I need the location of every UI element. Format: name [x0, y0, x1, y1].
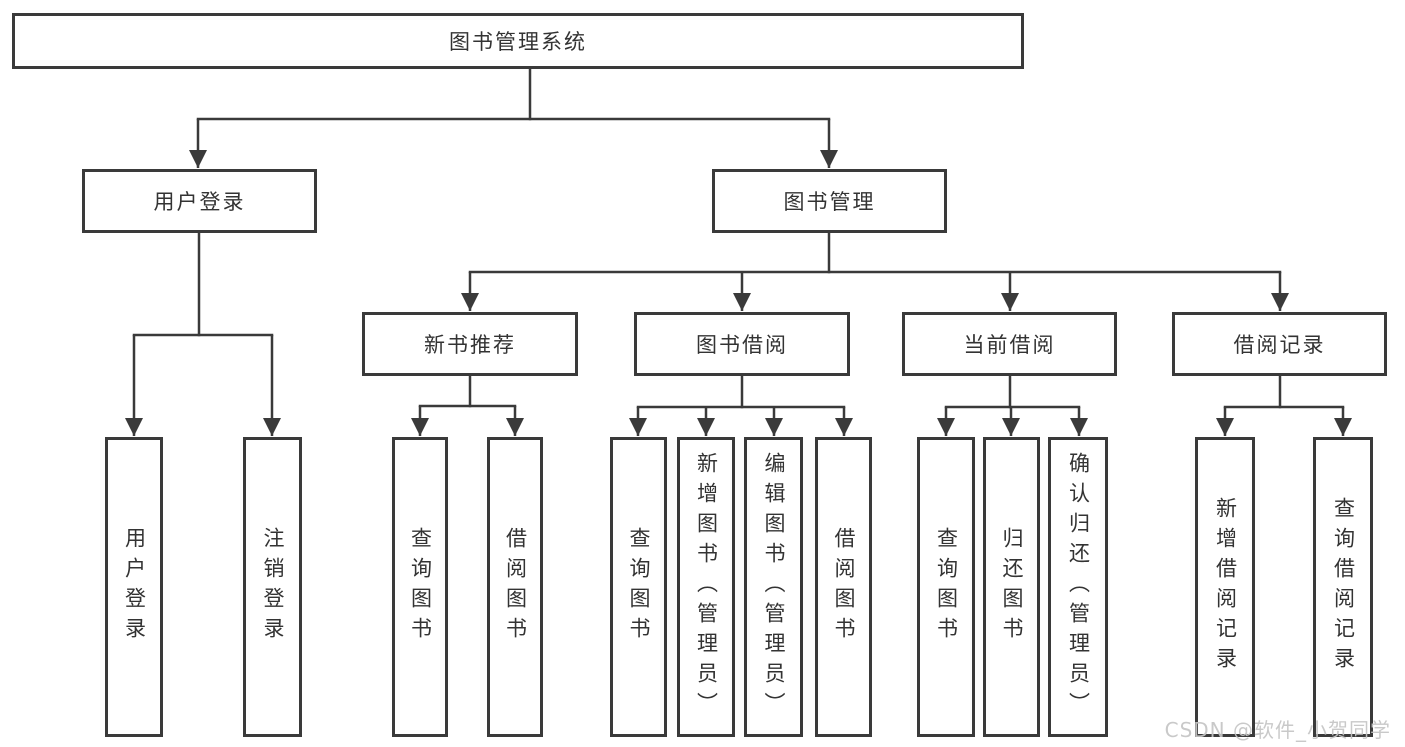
- node-leaf-logout-label: 注销登录: [261, 527, 285, 647]
- node-leaf-query-borrow-record-label: 查询借阅记录: [1331, 497, 1356, 677]
- node-leaf-query-book-borrowing-label: 查询图书: [627, 527, 651, 647]
- node-current-borrowing: 当前借阅: [902, 312, 1117, 376]
- node-book-management-label: 图书管理: [783, 190, 876, 214]
- node-current-borrowing-label: 当前借阅: [963, 333, 1056, 357]
- node-new-book-recommend: 新书推荐: [362, 312, 578, 376]
- node-new-book-recommend-label: 新书推荐: [424, 333, 516, 357]
- node-leaf-borrow-book-recommend-label: 借阅图书: [503, 527, 528, 647]
- csdn-watermark: CSDN @软件_小贺同学: [1164, 718, 1391, 742]
- node-book-borrowing-label: 图书借阅: [696, 333, 788, 357]
- node-leaf-query-book-recommend: 查询图书: [392, 437, 448, 737]
- node-leaf-borrow-book-recommend: 借阅图书: [487, 437, 543, 737]
- node-leaf-user-login: 用户登录: [105, 437, 163, 737]
- node-user-login: 用户登录: [82, 169, 317, 233]
- node-leaf-return-book-label: 归还图书: [1000, 527, 1024, 647]
- node-leaf-query-book-current: 查询图书: [917, 437, 975, 737]
- node-leaf-return-book: 归还图书: [983, 437, 1040, 737]
- node-leaf-edit-book-admin: 编辑图书（管理员）: [744, 437, 803, 737]
- node-leaf-confirm-return-admin: 确认归还（管理员）: [1048, 437, 1108, 737]
- node-leaf-borrow-book-borrowing: 借阅图书: [815, 437, 872, 737]
- node-leaf-add-borrow-record-label: 新增借阅记录: [1213, 497, 1238, 677]
- node-book-borrowing: 图书借阅: [634, 312, 850, 376]
- node-borrowing-records-label: 借阅记录: [1233, 333, 1326, 357]
- node-leaf-add-book-admin: 新增图书（管理员）: [677, 437, 735, 737]
- node-leaf-query-borrow-record: 查询借阅记录: [1313, 437, 1373, 737]
- node-leaf-confirm-return-admin-label: 确认归还（管理员）: [1066, 452, 1091, 722]
- node-leaf-query-book-recommend-label: 查询图书: [408, 527, 433, 647]
- node-leaf-add-borrow-record: 新增借阅记录: [1195, 437, 1255, 737]
- node-user-login-label: 用户登录: [153, 190, 246, 214]
- node-book-management: 图书管理: [712, 169, 947, 233]
- node-borrowing-records: 借阅记录: [1172, 312, 1387, 376]
- node-leaf-edit-book-admin-label: 编辑图书（管理员）: [762, 452, 786, 722]
- node-leaf-query-book-borrowing: 查询图书: [610, 437, 667, 737]
- node-root-system-label: 图书管理系统: [449, 30, 587, 54]
- node-root-system: 图书管理系统: [12, 13, 1024, 69]
- node-leaf-add-book-admin-label: 新增图书（管理员）: [694, 452, 719, 722]
- node-leaf-user-login-label: 用户登录: [122, 527, 147, 647]
- node-leaf-borrow-book-borrowing-label: 借阅图书: [832, 527, 856, 647]
- node-leaf-logout: 注销登录: [243, 437, 302, 737]
- node-leaf-query-book-current-label: 查询图书: [934, 527, 959, 647]
